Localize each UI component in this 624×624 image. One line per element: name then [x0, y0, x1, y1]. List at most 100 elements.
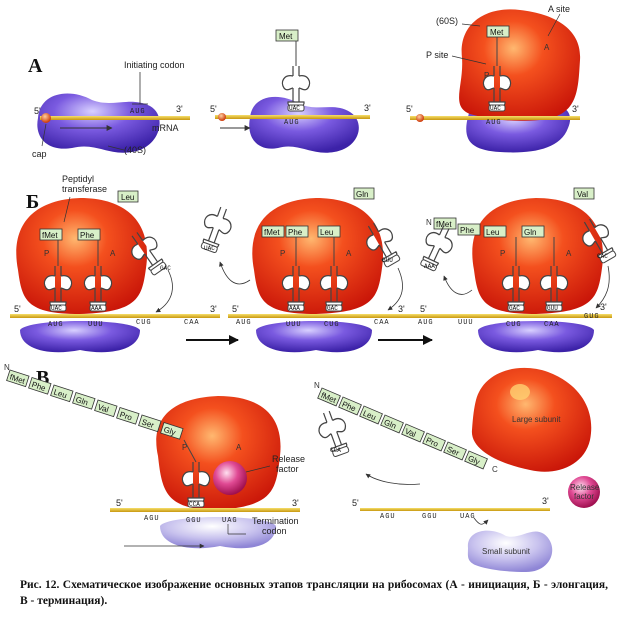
amino-acid-box: Pro: [422, 432, 446, 452]
b2-elongation: AAA GAC fMet Phe Leu P A UUU CUG AUG CAA…: [194, 187, 406, 353]
svg-text:AUG: AUG: [48, 321, 64, 329]
exiting-trna: AAA: [414, 220, 473, 295]
svg-text:5': 5': [352, 498, 359, 508]
mrna-strand-b2: [228, 314, 416, 318]
amino-acid-box: Phe: [338, 396, 362, 416]
svg-text:P: P: [44, 249, 49, 258]
small-subunit: [20, 321, 140, 353]
svg-text:UUU: UUU: [88, 321, 104, 329]
amino-acid-box: Leu: [359, 405, 383, 425]
svg-text:5': 5': [210, 104, 217, 114]
svg-text:5': 5': [232, 304, 239, 314]
amino-acid-met: [486, 25, 510, 38]
svg-text:5': 5': [34, 106, 41, 116]
svg-text:A: A: [566, 249, 572, 258]
svg-text:3': 3': [542, 496, 549, 506]
amino-acid-box: Leu: [50, 384, 74, 403]
large-subunit-60s: [459, 9, 581, 121]
svg-text:A: A: [346, 249, 352, 258]
release-factor-sphere: [213, 461, 247, 495]
small-subunit-40s: [37, 93, 160, 153]
svg-text:CUG: CUG: [136, 319, 152, 327]
amino-acid-box: Gln: [380, 414, 404, 434]
svg-text:fMet: fMet: [436, 220, 452, 229]
svg-text:CUG: CUG: [324, 321, 340, 329]
amino-acid-box: Gly: [464, 450, 488, 470]
svg-text:Val: Val: [404, 427, 418, 440]
svg-text:3': 3': [600, 302, 607, 312]
svg-text:P: P: [280, 249, 285, 258]
mrna-strand: [215, 115, 370, 119]
svg-text:CAC: CAC: [597, 253, 608, 260]
svg-text:AGU: AGU: [144, 515, 160, 523]
small-subunit-label: Small subunit: [482, 547, 531, 556]
amino-acid-box: fMet: [6, 369, 30, 388]
large-subunit: [16, 198, 148, 314]
svg-text:Phe: Phe: [460, 226, 475, 235]
start-codon-a1: AUG: [130, 108, 146, 116]
small-subunit: [256, 321, 372, 353]
cap-label: cap: [32, 149, 47, 159]
svg-text:Met: Met: [490, 28, 504, 37]
svg-text:3': 3': [176, 104, 183, 114]
svg-text:GGU: GGU: [186, 517, 202, 525]
svg-text:AAA: AAA: [91, 305, 102, 312]
svg-text:N: N: [426, 218, 432, 227]
panel-label-b: Б: [26, 191, 39, 213]
svg-text:Leu: Leu: [53, 388, 68, 401]
60s-label: (60S): [436, 16, 458, 26]
svg-text:UAC: UAC: [204, 245, 215, 252]
large-subunit-label: Large subunit: [512, 415, 561, 424]
amino-acid-box: Phe: [28, 376, 52, 395]
svg-text:Phe: Phe: [288, 228, 303, 237]
svg-text:AUG: AUG: [284, 119, 300, 127]
free-large-subunit: [471, 367, 592, 472]
free-small-subunit: [467, 530, 553, 572]
svg-text:CCA: CCA: [330, 447, 341, 454]
svg-text:CAA: CAA: [374, 319, 390, 327]
svg-text:CAA: CAA: [184, 319, 200, 327]
svg-text:Gln: Gln: [356, 190, 368, 199]
a2-initiation-complex: 5' 3' AUG UAC Met: [210, 29, 371, 153]
svg-text:GUU: GUU: [547, 305, 558, 312]
svg-text:CAA: CAA: [544, 321, 560, 329]
svg-text:GUG: GUG: [584, 313, 600, 321]
svg-text:UAC: UAC: [490, 105, 501, 112]
svg-text:3': 3': [398, 304, 405, 314]
panel-label-a: А: [28, 55, 43, 77]
svg-text:GAC: GAC: [327, 305, 338, 312]
svg-text:Val: Val: [97, 403, 110, 415]
svg-text:Leu: Leu: [486, 228, 499, 237]
svg-text:C: C: [492, 465, 498, 474]
svg-text:CCA: CCA: [189, 501, 200, 508]
small-subunit: [160, 517, 276, 549]
svg-text:GGU: GGU: [422, 513, 438, 521]
svg-text:N: N: [4, 363, 10, 372]
svg-text:Leu: Leu: [121, 193, 134, 202]
amino-acid-met: [275, 29, 299, 42]
svg-text:AUG: AUG: [486, 119, 502, 127]
incoming-trna-val: Val CAC: [573, 187, 622, 309]
initiating-codon-label: Initiating codon: [124, 60, 185, 70]
free-release-factor: [568, 476, 600, 508]
svg-text:UAG: UAG: [222, 517, 238, 525]
svg-text:Gln: Gln: [75, 395, 90, 407]
large-subunit: [472, 198, 604, 314]
svg-text:Ser: Ser: [141, 418, 156, 431]
svg-text:Gly: Gly: [467, 454, 482, 467]
c2-post-termination: 5' 3' AGU GGU UAG Small subunit Large su…: [312, 367, 600, 572]
incoming-trna-gln: Gln GUU: [353, 187, 406, 311]
small-subunit: [249, 96, 359, 153]
large-subunit: [156, 396, 281, 510]
svg-text:5': 5': [420, 304, 427, 314]
figure-caption: Рис. 12. Схематическое изображение основ…: [20, 579, 608, 607]
svg-text:UUU: UUU: [286, 321, 302, 329]
svg-text:CUG: CUG: [506, 321, 522, 329]
svg-text:GAC: GAC: [160, 265, 171, 272]
b1-elongation: UAC AAA fMet Phe P A AUG UUU CUG CAA 5' …: [14, 174, 217, 353]
svg-text:3': 3': [572, 104, 579, 114]
cap-circle: [218, 113, 226, 121]
